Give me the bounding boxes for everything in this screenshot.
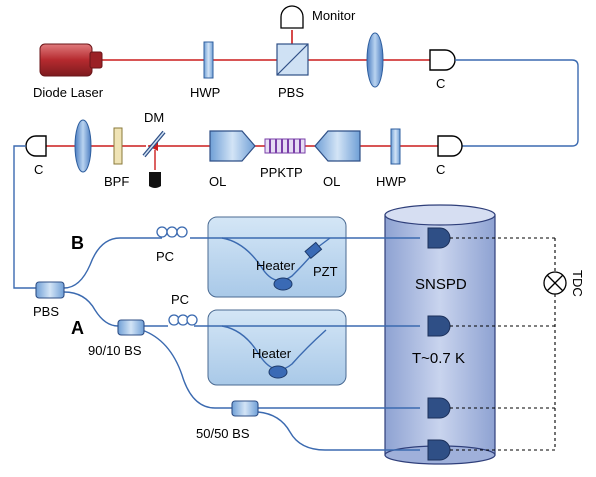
lens-top [366, 32, 384, 88]
heater-box-b [207, 216, 347, 298]
beam-splitter-50-50 [231, 400, 259, 417]
coupler-right-label: C [436, 162, 445, 177]
monitor-label: Monitor [312, 8, 356, 23]
pc-a-label: PC [171, 292, 189, 307]
coupler-top [429, 49, 456, 71]
heater-b-label: Heater [256, 258, 296, 273]
snspd-detector-1 [427, 227, 451, 249]
diode-laser-label: Diode Laser [33, 85, 104, 100]
coupler-left [25, 135, 47, 157]
bs-90-10-label: 90/10 BS [88, 343, 142, 358]
diode-laser [39, 43, 103, 77]
pc-b-label: PC [156, 249, 174, 264]
band-pass-filter [113, 127, 123, 165]
polarization-controller-b [156, 226, 188, 238]
snspd-detector-3 [427, 397, 451, 419]
coupler-right [437, 135, 463, 157]
snspd-detector-4 [427, 439, 451, 461]
bpf-label: BPF [104, 174, 129, 189]
pzt-label: PZT [313, 264, 338, 279]
objective-lens-left [209, 130, 256, 162]
ol-right-label: OL [323, 174, 340, 189]
dichroic-mirror [142, 130, 166, 170]
ol-left-label: OL [209, 174, 226, 189]
arm-b-label: B [71, 233, 84, 253]
fiber-top-to-middle [455, 59, 579, 147]
pzt-element [304, 241, 323, 260]
lens-left [74, 119, 92, 173]
half-wave-plate-top [203, 41, 214, 79]
snspd-label: SNSPD [415, 276, 467, 293]
pbs-top-label: PBS [278, 85, 304, 100]
arm-a-label: A [71, 318, 84, 338]
half-wave-plate-middle [390, 128, 401, 165]
beam-dump [149, 172, 161, 188]
bs-50-50-label: 50/50 BS [196, 426, 250, 441]
dm-label: DM [144, 110, 164, 125]
heater-box-a [207, 309, 347, 386]
coupler-left-label: C [34, 162, 43, 177]
temperature-label: T~0.7 K [412, 350, 465, 367]
polarizing-beam-splitter-top [276, 43, 309, 76]
tdc-label: TDC [570, 270, 585, 297]
ppktp-label: PPKTP [260, 165, 303, 180]
hwp-top-label: HWP [190, 85, 220, 100]
beam-splitter-90-10 [117, 319, 145, 336]
tdc-icon [543, 271, 567, 295]
pbs-fiber-label: PBS [33, 304, 59, 319]
tdc-signal-lines [450, 237, 556, 451]
monitor-detector [280, 5, 304, 29]
snspd-detector-2 [427, 315, 451, 337]
heater-element-b [273, 277, 293, 291]
ppktp-crystal [264, 138, 306, 154]
heater-element-a [268, 365, 288, 379]
coupler-top-label: C [436, 76, 445, 91]
fiber-to-pbs [13, 145, 36, 289]
objective-lens-right [314, 130, 361, 162]
fiber-pbs [35, 281, 65, 299]
polarization-controller-a [168, 314, 198, 326]
hwp-middle-label: HWP [376, 174, 406, 189]
heater-a-label: Heater [252, 346, 292, 361]
